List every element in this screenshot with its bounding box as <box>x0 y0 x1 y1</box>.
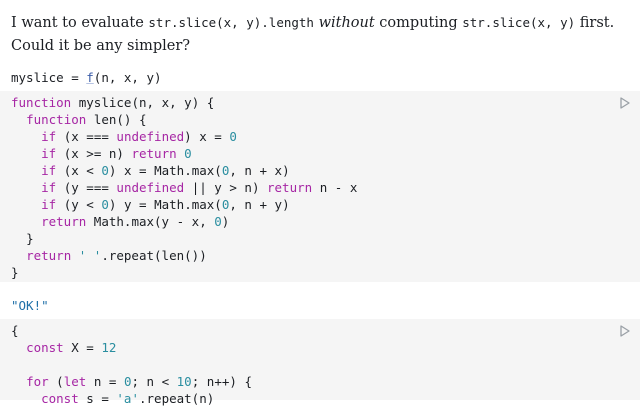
code-line: function len() { <box>26 112 147 127</box>
play-icon <box>620 325 630 337</box>
code-editor[interactable]: { const X = 12​ for (let n = 0; n < 10; … <box>0 322 640 407</box>
signature-name: myslice <box>11 70 64 85</box>
run-cell-button[interactable] <box>619 97 631 109</box>
inline-code: str.slice(x, y) <box>462 15 576 30</box>
code-line: if (x === undefined) x = 0 <box>41 129 237 144</box>
inline-code: str.slice(x, y).length <box>148 15 314 30</box>
code-line: return Math.max(y - x, 0) <box>41 214 230 229</box>
code-line: } <box>26 231 34 246</box>
prose-line-2: Could it be any simpler? <box>11 38 191 54</box>
code-line: if (x < 0) x = Math.max(0, n + x) <box>41 163 290 178</box>
prose: I want to evaluate str.slice(x, y).lengt… <box>11 11 621 58</box>
code-line: for (let n = 0; n < 10; n++) { <box>26 374 252 389</box>
emphasis-text: without <box>318 15 375 31</box>
signature-args: (n, x, y) <box>93 70 162 85</box>
code-editor[interactable]: function myslice(n, x, y) { function len… <box>0 94 640 281</box>
cell-signature: myslice = f(n, x, y) <box>11 70 162 85</box>
code-cell-test[interactable]: { const X = 12​ for (let n = 0; n < 10; … <box>0 319 640 406</box>
prose-line-1: I want to evaluate str.slice(x, y).lengt… <box>11 11 621 35</box>
function-inspector-link[interactable]: f <box>86 70 94 85</box>
cell-output: "OK!" <box>11 298 49 313</box>
prose-text: computing <box>374 15 463 31</box>
signature-eq: = <box>63 70 87 85</box>
code-line: const s = 'a'.repeat(n) <box>41 391 215 406</box>
play-icon <box>620 97 630 109</box>
run-cell-button[interactable] <box>619 325 631 337</box>
code-line: { <box>11 323 19 338</box>
code-line: function myslice(n, x, y) { <box>11 95 215 110</box>
code-line: ​ <box>11 356 640 373</box>
code-line: const X = 12 <box>26 340 117 355</box>
code-line: return ' '.repeat(len()) <box>26 248 207 263</box>
prose-text: I want to evaluate <box>11 15 149 31</box>
code-line: } <box>11 265 19 280</box>
prose-text: first. <box>575 15 615 31</box>
code-line: if (x >= n) return 0 <box>41 146 192 161</box>
code-line: if (y === undefined || y > n) return n -… <box>41 180 358 195</box>
code-cell-myslice[interactable]: function myslice(n, x, y) { function len… <box>0 91 640 282</box>
code-line: if (y < 0) y = Math.max(0, n + y) <box>41 197 290 212</box>
